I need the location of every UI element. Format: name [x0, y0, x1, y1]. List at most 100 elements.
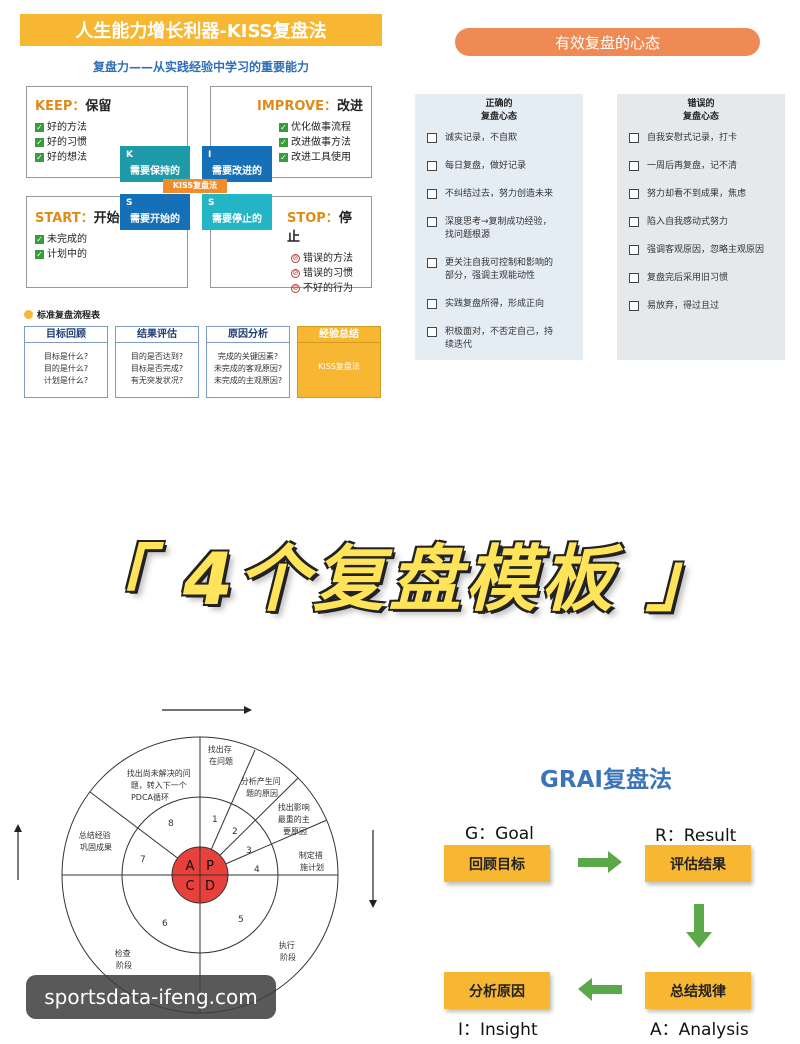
checkbox-icon	[427, 299, 437, 309]
check-icon: ✓	[35, 153, 44, 162]
checkbox-icon	[427, 133, 437, 143]
pdca-label-3b: 最重的主	[278, 814, 310, 824]
flow-column-summary: 经验总结 KISS复盘法	[297, 326, 381, 398]
pdca-label-8c: PDCA循环	[131, 792, 169, 802]
list-item: 积极面对，不否定自己，持续迭代	[427, 326, 577, 352]
pdca-num-5: 5	[238, 915, 244, 925]
pdca-label-4b: 施计划	[300, 862, 324, 872]
mindset-wrong-column: 错误的复盘心态 自我安慰式记录，打卡 一周后再复盘，记不清 努力却看不到成果，焦…	[617, 94, 785, 360]
grai-g-label: G：Goal	[465, 824, 534, 844]
prohibit-icon: ⊘	[291, 284, 300, 293]
check-icon: ✓	[35, 235, 44, 244]
pdca-num-7: 7	[140, 855, 146, 865]
arrow-right-icon-head	[608, 851, 622, 873]
grai-i-label: I：Insight	[458, 1020, 538, 1040]
improve-box: IMPROVE：改进 ✓优化做事流程 ✓改进做事方法 ✓改进工具使用	[210, 86, 372, 178]
checkbox-icon	[629, 273, 639, 283]
pdca-d: D	[205, 879, 215, 894]
list-item: 一周后再复盘，记不清	[629, 160, 779, 173]
improve-zh: 改进	[336, 99, 363, 114]
arrow-down-icon-head	[686, 932, 712, 948]
list-item: 实践复盘所得，形成正向	[427, 298, 577, 311]
pdca-num-1: 1	[212, 815, 218, 825]
svg-text:找出尚未解决的问 题，转入下一个 PDCA循: 找出尚未解决的问 题，转入下一个 PDCA循环	[127, 768, 194, 802]
pdca-label-4a: 制定措	[299, 850, 323, 860]
checkbox-icon	[427, 161, 437, 171]
pdca-label-1a: 找出存	[208, 744, 232, 754]
checkbox-icon	[629, 161, 639, 171]
flow-column-analysis: 原因分析 完成的关键因素?未完成的客观原因?未完成的主观原因?	[206, 326, 290, 398]
list-item: 每日复盘，做好记录	[427, 160, 577, 173]
keep-zh: 保留	[85, 99, 112, 114]
list-item: ⊘错误的习惯	[291, 268, 353, 279]
pdca-num-6: 6	[162, 919, 168, 929]
kiss-title: 人生能力增长利器-KISS复盘法	[20, 14, 382, 46]
check-icon: ✓	[35, 123, 44, 132]
keep-en: KEEP：	[35, 99, 86, 114]
list-item: ✓改进工具使用	[279, 152, 351, 163]
arrow-left-icon	[592, 985, 622, 994]
pdca-label-6a: 检查	[115, 948, 131, 958]
checkbox-icon	[629, 217, 639, 227]
checkbox-icon	[427, 327, 437, 337]
list-item: 更关注自我可控制和影响的部分，强调主观能动性	[427, 257, 577, 283]
list-item: 陷入自我感动式努力	[629, 216, 779, 229]
kiss-subtitle: 复盘力——从实践经验中学习的重要能力	[92, 60, 309, 74]
list-item: 深度思考→复制成功经验，找问题根源	[427, 216, 577, 242]
pdca-num-4: 4	[254, 865, 260, 875]
checkbox-icon	[427, 258, 437, 268]
mindset-right-column: 正确的复盘心态 诚实记录，不自欺 每日复盘，做好记录 不纠结过去，努力创造未来 …	[415, 94, 583, 360]
pdca-label-3a: 找出影响	[278, 802, 310, 812]
list-item: ✓改进做事方法	[279, 137, 351, 148]
start-zh: 开始	[93, 211, 120, 226]
grai-i-box: 分析原因	[444, 972, 550, 1009]
check-icon: ✓	[279, 153, 288, 162]
improve-en: IMPROVE：	[257, 99, 337, 114]
svg-text:检查 阶段: 检查 阶段	[115, 948, 134, 970]
svg-text:分析产生问 题的原因: 分析产生问 题的原因	[241, 776, 284, 798]
list-item: ✓好的想法	[35, 152, 87, 163]
svg-text:总结经验 巩固成果: 总结经验 巩固成果	[79, 830, 114, 852]
list-item: 强调客观原因，忽略主观原因	[629, 244, 779, 257]
kiss-center-label: KISS复盘法	[163, 179, 227, 193]
list-item: 易放弃，得过且过	[629, 300, 779, 313]
checkbox-icon	[427, 217, 437, 227]
list-item: ⊘错误的方法	[291, 253, 353, 264]
pdca-num-3: 3	[246, 846, 252, 856]
pdca-label-1b: 在问题	[209, 756, 233, 766]
check-icon: ✓	[35, 138, 44, 147]
flow-column-result: 结果评估 目的是否达到?目标是否完成?有无突发状况?	[115, 326, 199, 398]
prohibit-icon: ⊘	[291, 269, 300, 278]
pdca-c: C	[185, 879, 194, 894]
grai-r-box: 评估结果	[645, 845, 751, 882]
list-item: 诚实记录，不自欺	[427, 132, 577, 145]
grai-r-label: R：Result	[655, 826, 737, 846]
arrow-right-icon	[578, 858, 608, 867]
right-header-line1: 正确的	[485, 99, 513, 109]
grai-a-label: A：Analysis	[650, 1020, 749, 1040]
list-item: 努力却看不到成果，焦虑	[629, 188, 779, 201]
wrong-header-line1: 错误的	[687, 99, 715, 109]
checkbox-icon	[629, 189, 639, 199]
grai-title: GRAI复盘法	[540, 767, 672, 793]
stop-zh: 停止	[287, 211, 352, 245]
list-item: 不纠结过去，努力创造未来	[427, 188, 577, 201]
check-icon: ✓	[279, 138, 288, 147]
svg-text:制定措 施计划: 制定措 施计划	[299, 850, 326, 872]
grai-arrows	[578, 851, 712, 1001]
list-item: ✓优化做事流程	[279, 122, 351, 133]
pdca-p: P	[206, 859, 214, 874]
svg-text:执行 阶段: 执行 阶段	[279, 940, 298, 962]
pdca-label-6b: 阶段	[116, 960, 132, 970]
list-item: ✓好的习惯	[35, 137, 87, 148]
wrong-header-line2: 复盘心态	[682, 112, 719, 122]
mindset-title: 有效复盘的心态	[455, 28, 760, 56]
list-item: ✓计划中的	[35, 249, 87, 260]
pdca-label-5a: 执行	[279, 940, 295, 950]
checkbox-icon	[629, 245, 639, 255]
pdca-label-7b: 巩固成果	[80, 842, 112, 852]
